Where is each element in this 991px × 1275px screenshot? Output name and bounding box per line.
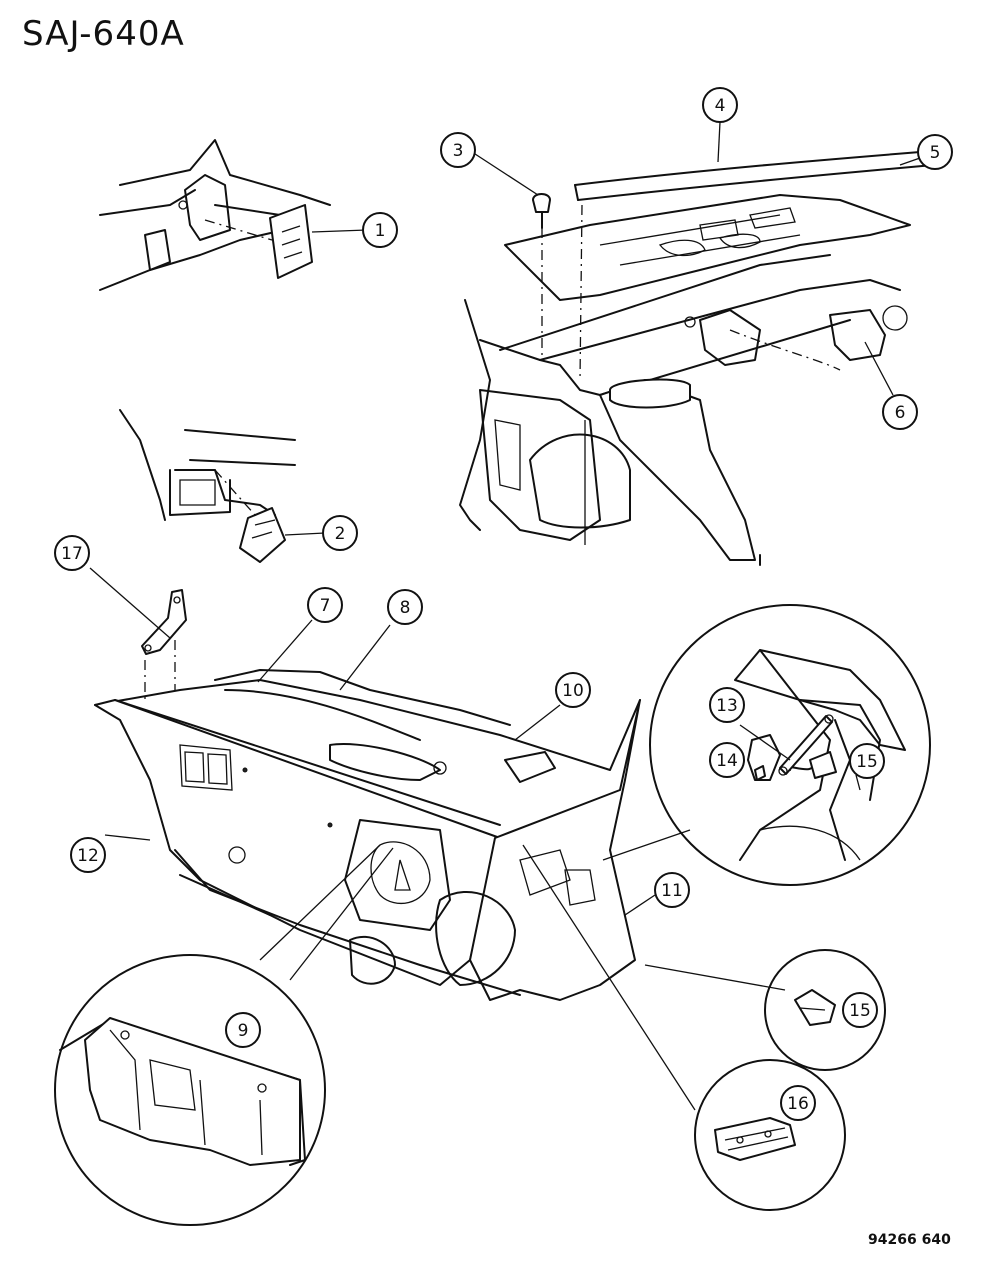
callout-5: 5: [917, 134, 953, 170]
diagram-code: SAJ-640A: [22, 14, 185, 54]
svg-text:1: 1: [375, 221, 386, 241]
callout-9: 9: [225, 1012, 261, 1048]
svg-text:12: 12: [77, 846, 99, 866]
detail-16-circle: [694, 1059, 846, 1211]
callout-10: 10: [555, 672, 591, 708]
callout-11: 11: [654, 872, 690, 908]
cowl-assembly: [459, 149, 946, 566]
callout-14: 14: [709, 742, 745, 778]
svg-text:17: 17: [61, 544, 83, 564]
detail-13-15-circle: [649, 604, 931, 886]
detail-9-circle: [54, 954, 326, 1226]
svg-text:10: 10: [562, 681, 584, 701]
callout-2: 2: [322, 515, 358, 551]
svg-text:3: 3: [453, 141, 464, 161]
diagram-reference: 94266 640: [868, 1232, 951, 1248]
callout-15: 15: [849, 743, 885, 779]
callout-3: 3: [440, 132, 476, 168]
svg-text:2: 2: [335, 524, 346, 544]
detail-15-circle: [764, 949, 886, 1071]
callout-8: 8: [387, 589, 423, 625]
callout-17: 17: [54, 535, 90, 571]
svg-text:15: 15: [856, 752, 878, 772]
callout-6: 6: [882, 394, 918, 430]
callout-7: 7: [307, 587, 343, 623]
svg-text:13: 13: [716, 696, 738, 716]
callout-4: 4: [702, 87, 738, 123]
svg-text:14: 14: [716, 751, 738, 771]
callout-13: 13: [709, 687, 745, 723]
svg-text:7: 7: [320, 596, 331, 616]
leader-lines: [89, 121, 921, 1111]
svg-text:16: 16: [787, 1094, 809, 1114]
detail-1-bracket: [99, 139, 331, 291]
svg-text:8: 8: [400, 598, 411, 618]
callout-12: 12: [70, 837, 106, 873]
detail-2-bracket: [119, 409, 296, 563]
dash-panel-assembly: [94, 589, 641, 1001]
callout-1: 1: [362, 212, 398, 248]
callout-15-small: 15: [842, 992, 878, 1028]
svg-text:4: 4: [715, 96, 726, 116]
svg-text:11: 11: [661, 881, 683, 901]
svg-text:9: 9: [238, 1021, 249, 1041]
callout-16: 16: [780, 1085, 816, 1121]
svg-text:6: 6: [895, 403, 906, 423]
svg-text:15: 15: [849, 1001, 871, 1021]
svg-text:5: 5: [930, 143, 941, 163]
